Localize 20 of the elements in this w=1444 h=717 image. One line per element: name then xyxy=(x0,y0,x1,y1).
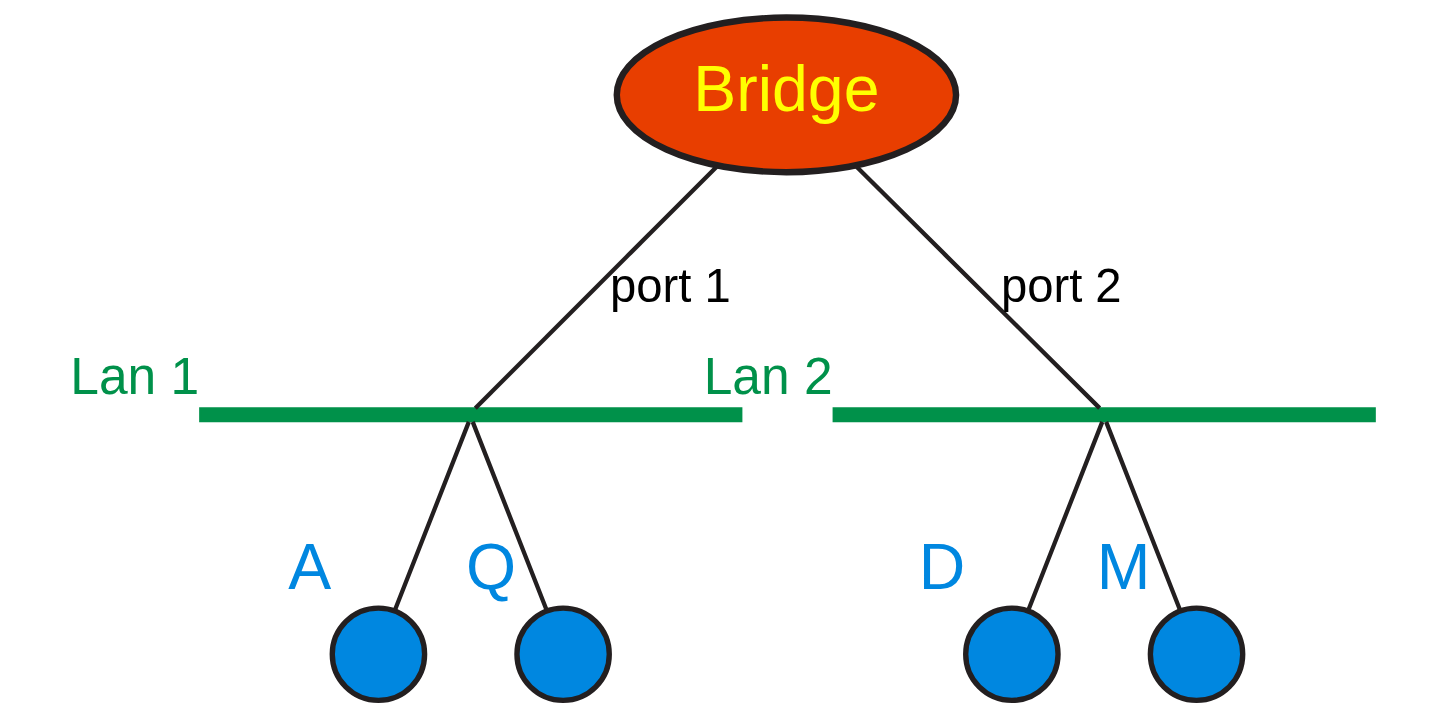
node-label: D xyxy=(918,530,966,603)
edge-label: port 1 xyxy=(610,258,731,312)
node-label: Q xyxy=(466,530,517,603)
connector xyxy=(473,164,719,410)
node-circle xyxy=(329,604,428,703)
node-label: A xyxy=(288,530,332,603)
node-circle xyxy=(514,604,612,703)
connector xyxy=(1104,420,1183,611)
node-box xyxy=(832,406,1376,422)
connector xyxy=(470,420,549,611)
node-circle xyxy=(1147,604,1246,703)
node-label: Lan 2 xyxy=(703,346,833,405)
node-circle xyxy=(963,604,1061,703)
node-ellipse: Bridge xyxy=(613,13,960,175)
node-label: Lan 1 xyxy=(70,346,200,405)
edge-label: port 2 xyxy=(1000,258,1122,312)
connector xyxy=(1026,420,1105,611)
connector xyxy=(392,420,471,611)
node-label: M xyxy=(1096,530,1151,603)
node-box xyxy=(199,406,743,422)
